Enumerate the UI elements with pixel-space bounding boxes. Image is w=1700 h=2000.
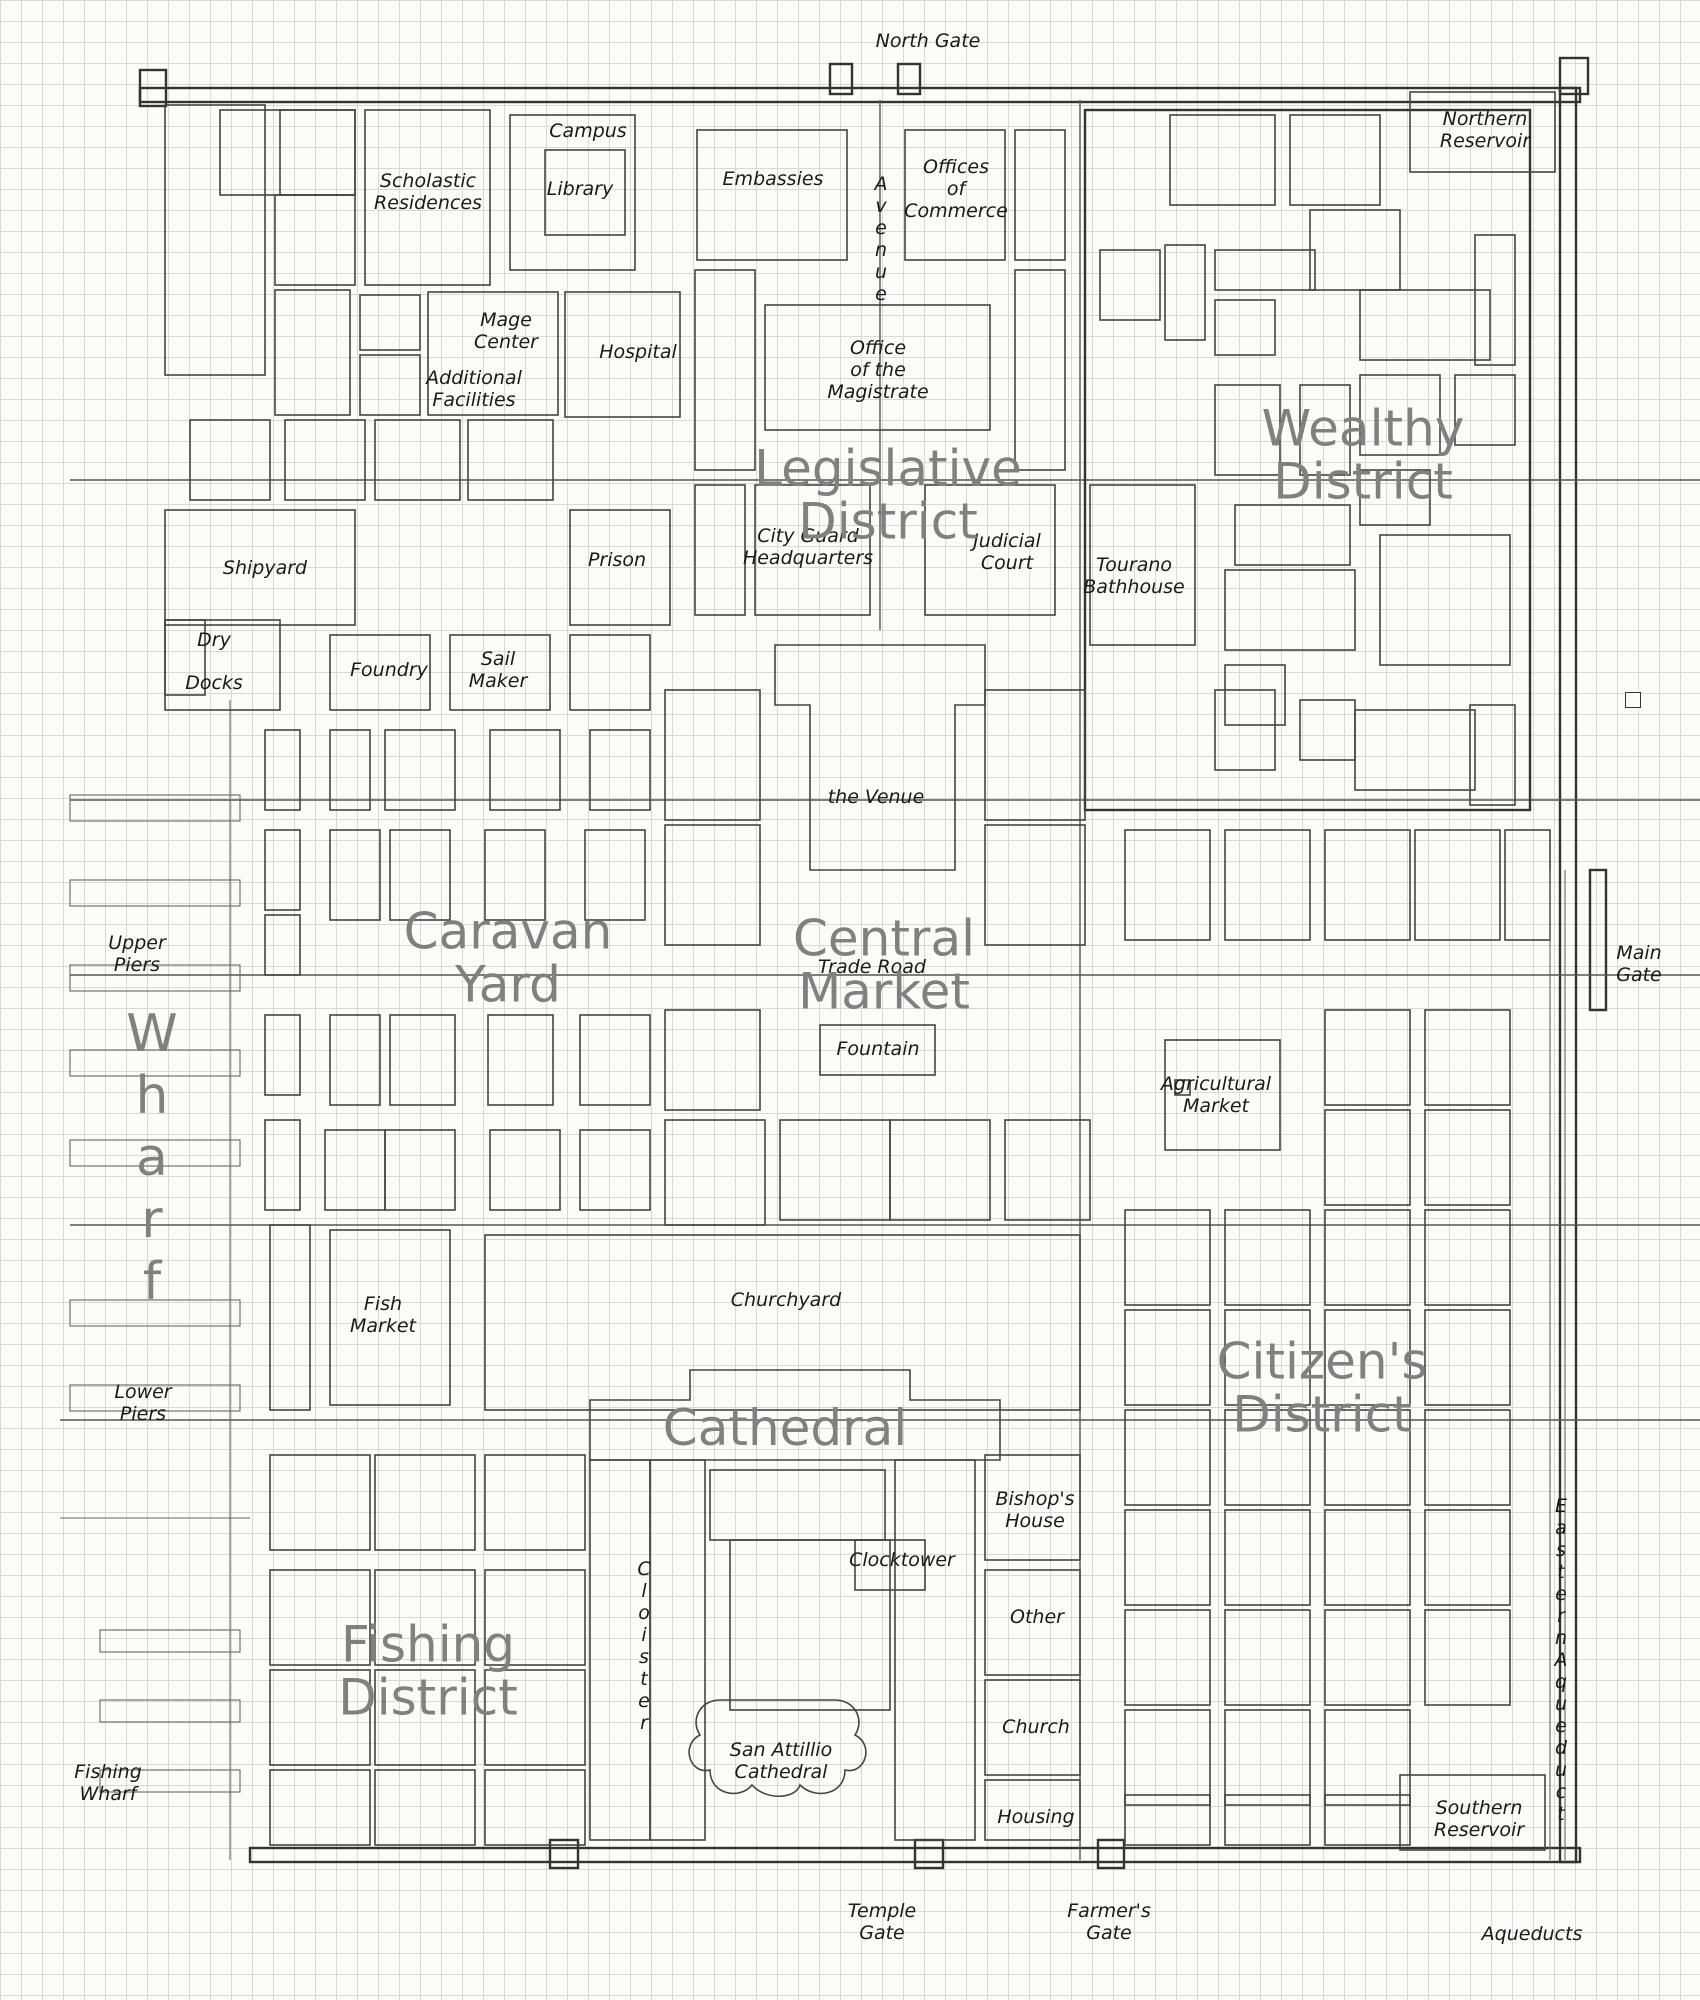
citizens-district-blocks: [1124, 829, 1551, 1851]
sail-maker-label: Sail Maker: [468, 648, 528, 692]
caravan-yard-label: Caravan Yard: [403, 902, 613, 1013]
cloister-label: C l o i s t e r: [637, 1558, 651, 1734]
additional-facilities-label: Additional Facilities: [426, 367, 522, 411]
other-label: Other: [1010, 1606, 1064, 1629]
scholastic-residences-label: Scholastic Residences: [374, 170, 482, 214]
central-market-blocks: [664, 644, 1091, 1226]
cathedral-district-label: Cathedral: [662, 1398, 908, 1457]
eastern-aqueduct: [1549, 870, 1566, 1860]
aqueducts-label: Aqueducts: [1481, 1923, 1583, 1946]
judicial-court-label: Judicial Court: [973, 530, 1041, 574]
north-west-blocks: [164, 104, 681, 711]
scale-legend-square: [1625, 692, 1641, 708]
avenue-label: A v e n u e: [874, 173, 888, 305]
embassies-label: Embassies: [722, 168, 824, 191]
northern-reservoir-label: Northern Reservoir: [1439, 108, 1531, 152]
farmers-gate-label: Farmer's Gate: [1067, 1900, 1151, 1944]
dry-label: Dry: [197, 629, 231, 652]
wharf-label: W h a r f: [126, 1004, 178, 1312]
fishing-wharf-label: Fishing Wharf: [74, 1761, 142, 1805]
fish-market-label: Fish Market: [350, 1293, 416, 1337]
main-gate-label: Main Gate: [1616, 942, 1662, 986]
wealthy-blocks: [1083, 91, 1556, 812]
offices-of-commerce-label: Offices of Commerce: [904, 156, 1008, 222]
churchyard-label: Churchyard: [730, 1289, 842, 1312]
temple-gate-label: Temple Gate: [847, 1900, 917, 1944]
wealthy-district-label: Wealthy District: [1261, 399, 1465, 510]
housing-label: Housing: [997, 1806, 1075, 1829]
hospital-label: Hospital: [599, 341, 677, 364]
legislative-district-label: Legislative District: [754, 439, 1022, 550]
central-market-label: Central Market: [792, 909, 976, 1020]
docks-label: Docks: [185, 672, 243, 695]
citizens-district-label: Citizen's District: [1216, 1332, 1428, 1443]
legislative-blocks: [694, 129, 1196, 646]
eastern-aqueduct-label: E a s t e r n A q u e d u c t: [1554, 1495, 1568, 1825]
fountain-label: Fountain: [836, 1038, 920, 1061]
fishing-district-label: Fishing District: [338, 1615, 518, 1726]
fishing-district-blocks: [269, 1224, 1081, 1846]
roads: [60, 100, 1700, 1860]
cathedral-blocks: [589, 1369, 1081, 1841]
prison-label: Prison: [587, 549, 647, 572]
north-gate-label: North Gate: [875, 30, 981, 53]
foundry-label: Foundry: [350, 659, 428, 682]
upper-piers-label: Upper Piers: [108, 932, 166, 976]
lower-piers-label: Lower Piers: [114, 1381, 172, 1425]
southern-reservoir-label: Southern Reservoir: [1433, 1797, 1525, 1841]
san-attillio-cathedral-label: San Attillio Cathedral: [729, 1739, 833, 1783]
church-label: Church: [1002, 1716, 1070, 1739]
mage-center-label: Mage Center: [474, 309, 538, 353]
campus-label: Campus: [549, 120, 627, 143]
library-label: Library: [546, 178, 614, 201]
trade-road-label: Trade Road: [818, 956, 926, 979]
wharf-piers: [60, 700, 250, 1860]
bishops-house-label: Bishop's House: [995, 1488, 1075, 1532]
shipyard-label: Shipyard: [222, 557, 308, 580]
office-of-the-magistrate-label: Office of the Magistrate: [827, 337, 929, 403]
the-venue-label: the Venue: [827, 786, 925, 809]
city-guard-hq-label: City Guard Headquarters: [742, 525, 874, 569]
tourano-bathhouse-label: Tourano Bathhouse: [1083, 554, 1185, 598]
agricultural-market-label: Agricultural Market: [1160, 1073, 1272, 1117]
caravan-yard-blocks: [164, 619, 651, 1211]
clocktower-label: Clocktower: [849, 1549, 955, 1572]
